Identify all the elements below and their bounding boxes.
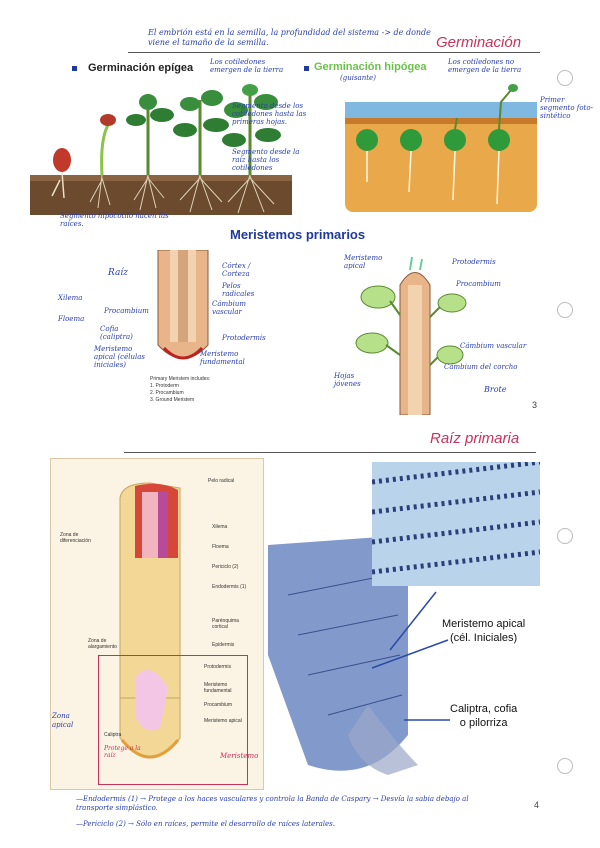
cambium-vascular-label: Cámbium vascular	[212, 300, 262, 316]
protege-label: Protege a la raíz	[104, 745, 154, 759]
cofia-label: Cofia (caliptra)	[100, 325, 150, 341]
label-pelo-radical: Pelo radical	[208, 478, 244, 484]
bullet-icon	[72, 66, 77, 71]
micro-label-caliptra: Caliptra, cofia o pilorriza	[450, 702, 517, 730]
footnote-periciclo: —Periciclo (2) → Sólo en raíces, permite…	[76, 820, 496, 829]
floema-label: Floema	[58, 315, 84, 323]
meristemos-title: Meristemos primarios	[230, 227, 365, 242]
label-parenquima: Parénquima cortical	[212, 618, 252, 630]
meristemo-fundamental-label: Meristemo fundamental	[200, 350, 260, 366]
header-rule	[124, 452, 536, 453]
zona-apical-box	[98, 655, 248, 785]
label-floema: Floema	[212, 544, 229, 550]
section-title-germinacion: Germinación	[436, 34, 521, 51]
footnote-endodermis: —Endodermis (1) → Protege a los haces va…	[76, 795, 496, 813]
epigea-title: Germinación epígea	[88, 62, 193, 74]
micrograph-arrows	[360, 580, 460, 730]
stem-cambium-corcho-label: Cámbium del corcho	[444, 363, 524, 371]
binder-ring	[557, 758, 573, 774]
zona-apical-label: Zona apical	[52, 712, 92, 730]
stem-meristem-diagram	[340, 255, 470, 415]
procambium-label: Procambium	[104, 307, 149, 315]
primary-meristem-caption: Primary Meristem includes: 1. Protoderm …	[150, 376, 210, 404]
binder-ring	[557, 70, 573, 86]
stem-procambium-label: Procambium	[456, 280, 501, 288]
stem-hojas-label: Hojas jóvenes	[334, 372, 374, 388]
stem-brote-label: Brote	[484, 385, 506, 394]
protodermis-label: Protodermis	[222, 334, 266, 342]
hipogea-title: Germinación hipógea	[314, 61, 426, 73]
micrograph-inset	[372, 462, 540, 586]
cortex-label: Córtex / Corteza	[222, 262, 272, 278]
binder-ring	[557, 302, 573, 318]
page-number-4: 4	[534, 800, 539, 810]
stem-meristemo-label: Meristemo apical	[344, 254, 394, 270]
xilema-label: Xilema	[58, 294, 82, 302]
binder-ring	[557, 528, 573, 544]
epigea-annotation-2: Segmento desde la raíz hasta los cotiled…	[232, 148, 312, 172]
label-epidermis: Epidermis	[212, 642, 234, 648]
label-zona-diferenciacion: Zona de diferenciación	[60, 532, 100, 544]
hipogea-note: Los cotiledones no emergen de la tierra	[448, 58, 538, 74]
header-rule	[128, 52, 540, 53]
bullet-icon	[304, 66, 309, 71]
section-title-raiz: Raíz primaria	[430, 430, 519, 447]
page-number-3: 3	[532, 400, 537, 410]
epigea-annotation-1: Segmento desde los cotiledones hasta las…	[232, 102, 312, 126]
hipogea-subnote: (guisante)	[340, 74, 376, 82]
label-zona-alargamiento: Zona de alargamiento	[88, 638, 128, 650]
meristemo-hand-label: Meristemo	[220, 752, 258, 760]
stem-cambium-label: Cámbium vascular	[460, 342, 526, 350]
epigea-note: Los cotiledones emergen de la tierra	[210, 58, 290, 74]
pelos-label: Pelos radicales	[222, 282, 272, 298]
label-xilema: Xilema	[212, 524, 227, 530]
label-endodermis: Endodermis (1)	[212, 584, 246, 590]
meristemo-apical-label: Meristemo apical (células iniciales)	[94, 345, 152, 369]
root-label: Raíz	[108, 268, 128, 278]
hipogea-illustration	[345, 82, 537, 212]
top-note: El embrión está en la semilla, la profun…	[148, 28, 438, 48]
stem-protodermis-label: Protodermis	[452, 258, 496, 266]
hipogea-annotation: Primer segmento foto-sintético	[540, 96, 598, 120]
epigea-annotation-3: Segmento hipocotilo nacen las raíces.	[60, 212, 180, 228]
label-periciclo: Periciclo (2)	[212, 564, 238, 570]
